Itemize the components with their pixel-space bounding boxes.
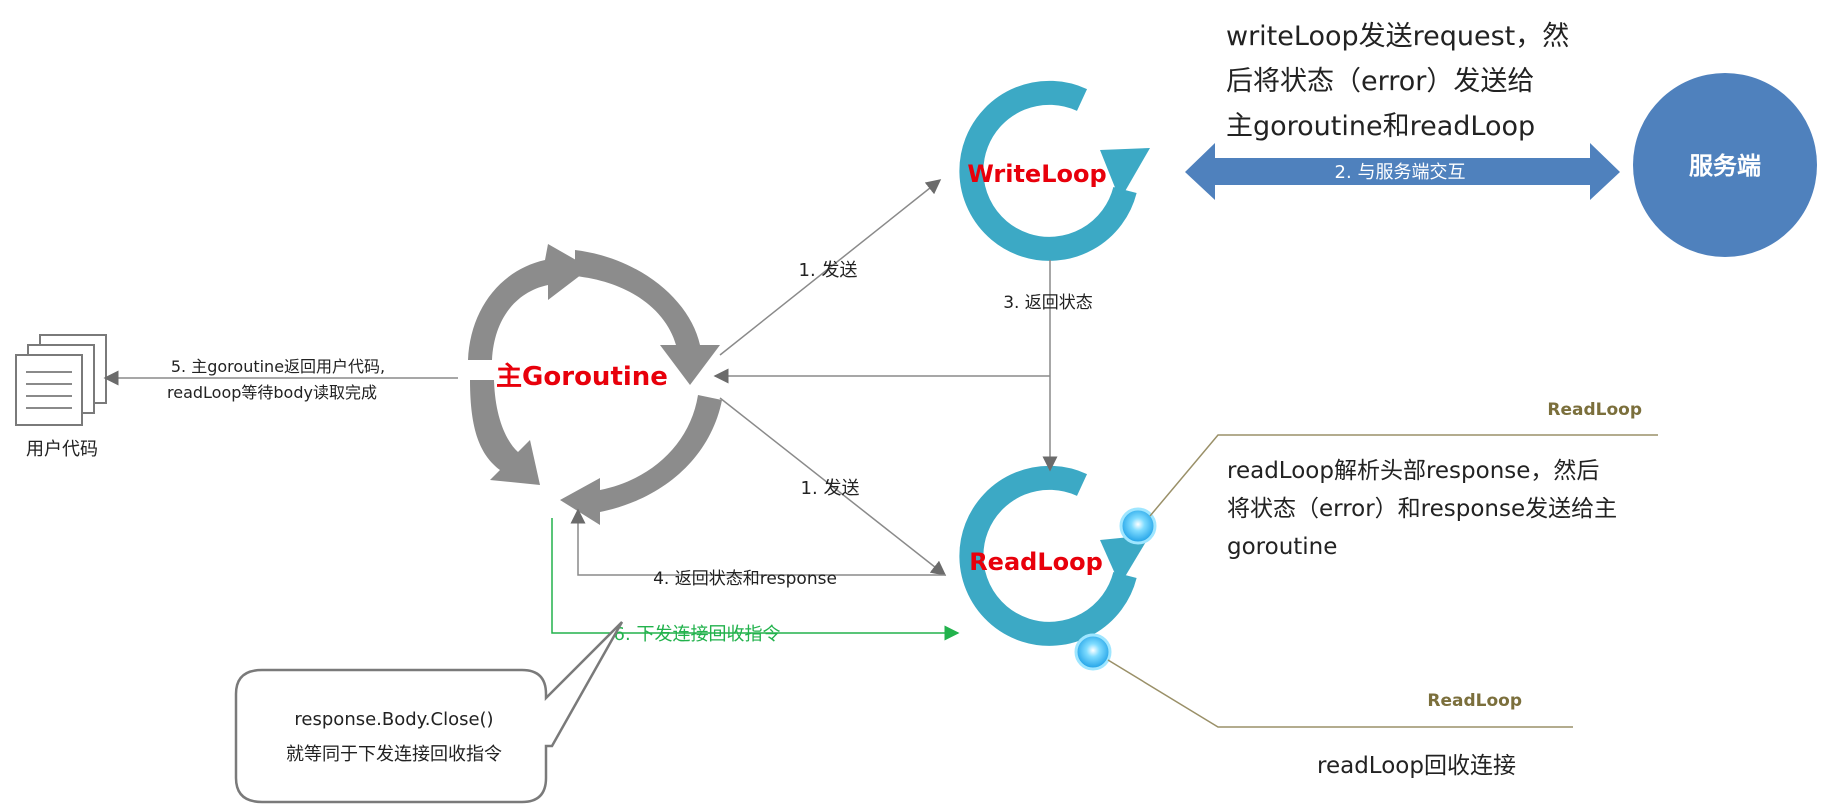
server-label: 服务端 — [1689, 152, 1761, 180]
document-stack-icon — [15, 334, 107, 426]
readloop-tag-1: ReadLoop — [1547, 400, 1642, 420]
main-goroutine-cycle-icon — [468, 244, 722, 525]
readloop-dot-header — [1119, 507, 1157, 545]
edge-send-to-readloop — [719, 397, 947, 576]
callout-bubble — [234, 621, 624, 804]
readloop-label: ReadLoop — [969, 548, 1103, 576]
callout-line1: response.Body.Close() — [294, 709, 493, 730]
readloop-recycle-note: readLoop回收连接 — [1317, 753, 1516, 779]
readloop-annotation-leader-1 — [1149, 434, 1658, 517]
edge-label-main-return-2: readLoop等待body读取完成 — [167, 383, 377, 402]
callout-line2: 就等同于下发连接回收指令 — [286, 744, 502, 765]
edge-label-return-status: 3. 返回状态 — [1003, 293, 1093, 313]
readloop-note-line3: goroutine — [1227, 534, 1337, 560]
edge-send-to-writeloop — [719, 179, 942, 356]
writeloop-note-line2: 后将状态（error）发送给 — [1226, 66, 1534, 97]
edge-label-recycle-command: 6. 下发连接回收指令 — [614, 624, 781, 645]
edge-recycle-command — [551, 518, 960, 641]
server-interaction-arrow — [1185, 143, 1620, 200]
readloop-tag-2: ReadLoop — [1427, 691, 1522, 711]
writeloop-note-line1: writeLoop发送request，然 — [1226, 21, 1569, 52]
readloop-note-line2: 将状态（error）和response发送给主 — [1227, 496, 1617, 522]
server-node — [1633, 73, 1817, 257]
writeloop-cycle-icon — [959, 80, 1150, 261]
readloop-cycle-icon — [959, 465, 1150, 646]
edge-return-status-response — [570, 508, 945, 576]
edge-label-return-status-response: 4. 返回状态和response — [653, 569, 837, 589]
main-goroutine-label: 主Goroutine — [496, 362, 668, 392]
writeloop-label: WriteLoop — [967, 160, 1106, 188]
readloop-dot-recycle — [1074, 633, 1112, 671]
writeloop-note-line3: 主goroutine和readLoop — [1226, 111, 1535, 142]
user-code-label: 用户代码 — [26, 439, 98, 460]
readloop-annotation-leader-2 — [1107, 659, 1573, 728]
edge-label-send-write: 1. 发送 — [799, 260, 858, 281]
server-interaction-label: 2. 与服务端交互 — [1335, 162, 1466, 183]
edge-label-main-return-1: 5. 主goroutine返回用户代码, — [171, 357, 385, 376]
edge-label-send-read: 1. 发送 — [801, 478, 860, 499]
readloop-note-line1: readLoop解析头部response，然后 — [1227, 458, 1599, 484]
